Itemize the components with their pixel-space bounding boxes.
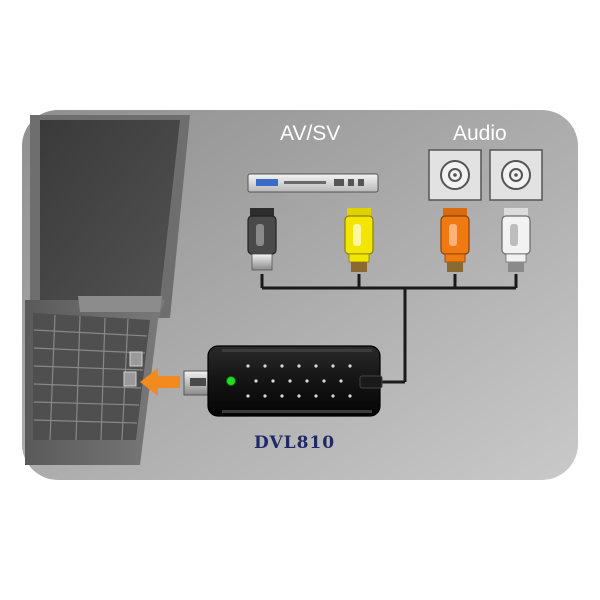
dvd-player-icon <box>247 173 379 193</box>
audio-label: Audio <box>453 122 507 145</box>
cable-harness <box>260 274 518 384</box>
video-plug-icon <box>344 208 374 272</box>
audio-left-plug-icon <box>440 208 470 272</box>
sv-plug-icon <box>247 208 277 271</box>
model-name: DVL810 <box>254 433 335 453</box>
audio-right-plug-icon <box>501 208 531 272</box>
usb-capture-device-icon <box>183 345 383 417</box>
av-sv-label: AV/SV <box>280 122 340 145</box>
status-led <box>226 376 236 386</box>
laptop-icon <box>25 115 190 465</box>
insert-arrow-icon <box>140 368 180 396</box>
speaker-jack-icon <box>428 149 543 201</box>
